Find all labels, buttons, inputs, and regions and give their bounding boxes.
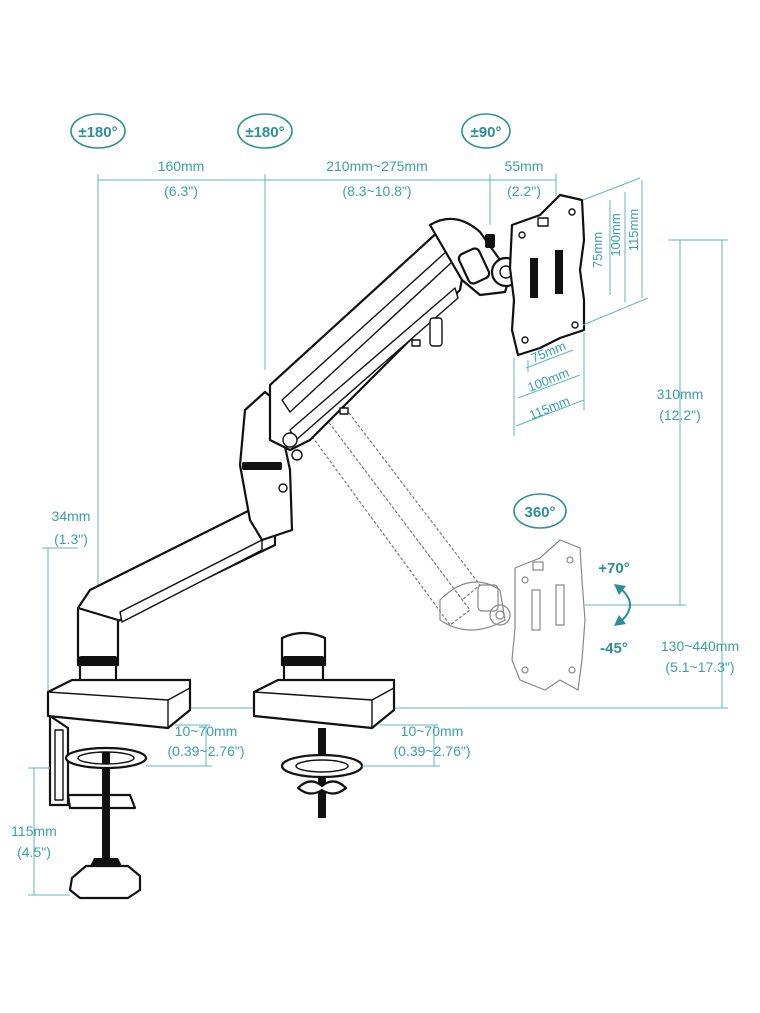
pole-size-inch: (1.3") xyxy=(54,531,88,547)
vesa-h-115: 115mm xyxy=(527,393,572,423)
total-height-inch: (5.1~17.3") xyxy=(665,659,734,675)
top-dimension-lines xyxy=(97,174,557,585)
middle-grommet-base xyxy=(252,678,396,730)
vesa-h-100: 100mm xyxy=(525,365,571,395)
vesa-vertical-dimension-lines xyxy=(582,177,649,326)
vesa-horizontal-dimension-lines xyxy=(513,333,585,436)
clamp-height-mm: 115mm xyxy=(11,823,57,839)
rotation-left-arm-label: ±180° xyxy=(78,124,117,141)
middle-grommet-screw xyxy=(280,728,364,818)
clamp1-range-inch: (0.39~2.76") xyxy=(168,743,245,759)
head-length-mm: 55mm xyxy=(505,158,544,174)
rotation-middle-arm-label: ±180° xyxy=(245,124,284,141)
left-clamp-screw xyxy=(68,768,142,900)
middle-pole xyxy=(280,631,327,685)
lowered-arm-ghost xyxy=(299,374,511,631)
vesa-v-100: 100mm xyxy=(608,213,623,256)
rotation-swivel-label: 360° xyxy=(524,504,555,521)
left-clamp-base xyxy=(46,678,192,730)
arm1-length-mm: 160mm xyxy=(158,158,205,174)
head-length-inch: (2.2") xyxy=(507,183,541,199)
tilt-down-label: -45° xyxy=(600,640,628,657)
left-clamp-bracket xyxy=(48,714,148,810)
pole-size-mm: 34mm xyxy=(52,508,91,524)
pole-dimension xyxy=(42,547,78,708)
arm-height-inch: (12.2") xyxy=(659,407,701,423)
clamp2-range-dimension xyxy=(362,724,440,767)
vesa-v-115: 115mm xyxy=(626,209,641,251)
clamp1-range-mm: 10~70mm xyxy=(175,723,238,739)
vesa-plate xyxy=(508,193,586,357)
lowered-vesa-plate-ghost xyxy=(511,539,586,691)
tilt-indicator: +70° -45° xyxy=(598,560,631,657)
upper-arm xyxy=(268,228,467,461)
left-pole xyxy=(76,606,120,685)
rotation-badge-head: ±90° xyxy=(461,113,511,149)
total-height-mm: 130~440mm xyxy=(661,638,739,654)
rotation-badge-middle-arm: ±180° xyxy=(237,113,293,149)
rotation-badge-swivel: 360° xyxy=(513,493,567,529)
height-dimension-lines xyxy=(100,239,728,709)
rotation-badge-left-arm: ±180° xyxy=(70,113,126,149)
arm-height-mm: 310mm xyxy=(657,386,704,402)
clamp2-range-inch: (0.39~2.76") xyxy=(394,743,471,759)
clamp-height-inch: (4.5") xyxy=(17,844,51,860)
vesa-v-75: 75mm xyxy=(590,232,605,268)
arm1-length-inch: (6.3") xyxy=(164,183,198,199)
rotation-head-label: ±90° xyxy=(471,124,502,141)
clamp-height-dimension xyxy=(28,767,70,896)
arm2-length-mm: 210mm~275mm xyxy=(326,158,428,174)
head-joint xyxy=(428,217,522,297)
clamp2-range-mm: 10~70mm xyxy=(401,723,464,739)
clamp1-range-dimension xyxy=(146,724,212,767)
arm2-length-inch: (8.3~10.8") xyxy=(342,183,411,199)
tilt-up-label: +70° xyxy=(598,560,629,577)
